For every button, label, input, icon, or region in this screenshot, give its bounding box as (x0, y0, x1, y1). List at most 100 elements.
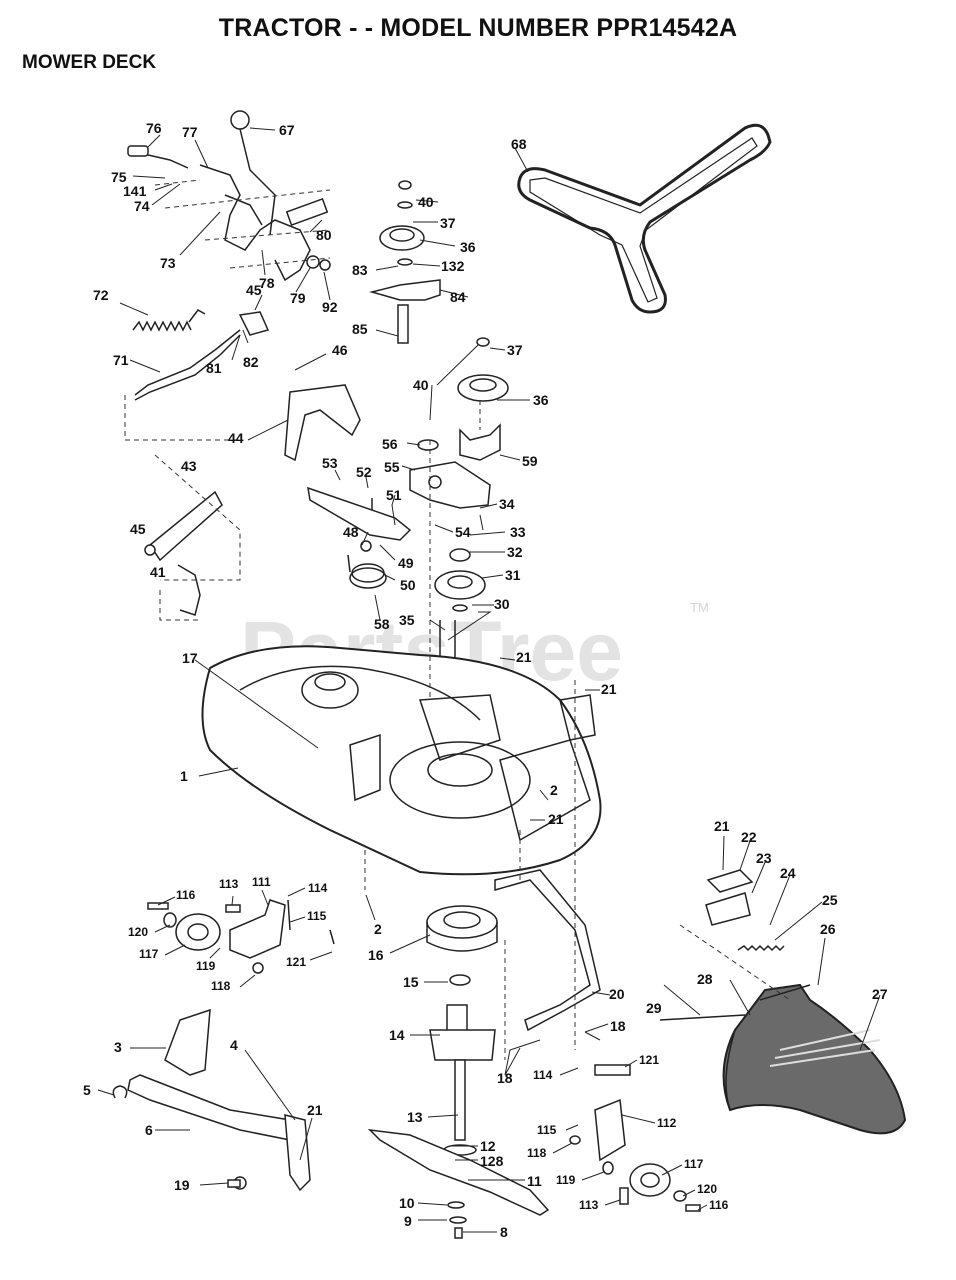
callout-117-left: 117 (139, 947, 159, 961)
callout-78: 78 (259, 275, 275, 291)
left-idler-bracket-drawing (147, 899, 335, 974)
callout-53: 53 (322, 455, 338, 471)
idler-pulley-upper-drawing (369, 180, 441, 344)
callout-9: 9 (404, 1213, 412, 1229)
callout-17: 17 (182, 650, 198, 666)
callout-21-d: 21 (307, 1102, 323, 1118)
callout-75: 75 (111, 169, 127, 185)
callout-81: 81 (206, 360, 222, 376)
callout-36-mid: 36 (533, 392, 549, 408)
callout-24: 24 (780, 865, 796, 881)
callout-12: 12 (480, 1138, 496, 1154)
callout-59: 59 (522, 453, 538, 469)
torsion-spring-drawing (347, 554, 387, 589)
callout-114-right: 114 (533, 1068, 553, 1082)
callout-21-b: 21 (601, 681, 617, 697)
callout-46: 46 (332, 342, 348, 358)
leader-lines (97, 127, 881, 1233)
callout-120-left: 120 (128, 925, 148, 939)
callout-72: 72 (93, 287, 109, 303)
callout-21-e: 21 (714, 818, 730, 834)
callout-18-left: 18 (497, 1070, 513, 1086)
callout-45-low: 45 (130, 521, 146, 537)
callout-26: 26 (820, 921, 836, 937)
callout-25: 25 (822, 892, 838, 908)
callout-2-low: 2 (374, 921, 382, 937)
callout-50: 50 (400, 577, 416, 593)
callout-55: 55 (384, 459, 400, 475)
callout-3: 3 (114, 1039, 122, 1055)
callout-120-right: 120 (697, 1182, 717, 1196)
callout-51: 51 (386, 487, 402, 503)
callout-11: 11 (527, 1173, 542, 1189)
callout-77: 77 (182, 124, 198, 140)
callout-58: 58 (374, 616, 390, 632)
callout-141: 141 (123, 183, 147, 199)
callout-121-left: 121 (286, 955, 306, 969)
callout-22: 22 (741, 829, 757, 845)
callout-30: 30 (494, 596, 510, 612)
callout-34: 34 (499, 496, 515, 512)
callout-35: 35 (399, 612, 415, 628)
callout-32: 32 (507, 544, 523, 560)
stabilizer-bar-drawing (112, 1008, 311, 1192)
callout-27: 27 (872, 986, 888, 1002)
callout-112: 112 (657, 1116, 677, 1130)
callout-19: 19 (174, 1177, 190, 1193)
callout-68: 68 (511, 136, 527, 152)
link-rods-drawing (124, 311, 270, 441)
callout-73: 73 (160, 255, 176, 271)
callout-10: 10 (399, 1195, 415, 1211)
callout-48: 48 (343, 524, 359, 540)
callout-2-right: 2 (550, 782, 558, 798)
callout-113-left: 113 (219, 877, 239, 891)
chute-hinge-drawing (659, 869, 791, 1021)
callout-80: 80 (316, 227, 332, 243)
callout-labels: 76 77 67 75 141 74 73 80 78 79 92 40 37 … (83, 120, 888, 1240)
section-title: MOWER DECK (22, 52, 157, 73)
right-idler-bracket-drawing (569, 1064, 701, 1212)
callout-21-c: 21 (548, 811, 564, 827)
mower-blade-drawing (367, 1128, 550, 1239)
spring-drawing (132, 309, 206, 332)
callout-74: 74 (134, 198, 150, 214)
callout-6: 6 (145, 1122, 153, 1138)
callout-92: 92 (322, 299, 338, 315)
watermark-tm: TM (690, 600, 709, 615)
callout-40-top: 40 (418, 194, 434, 210)
callout-117-right: 117 (684, 1157, 704, 1171)
callout-28: 28 (697, 971, 713, 987)
callout-23: 23 (756, 850, 772, 866)
callout-115-right: 115 (537, 1123, 557, 1137)
callout-36-top: 36 (460, 239, 476, 255)
callout-71: 71 (113, 352, 129, 368)
callout-116-left: 116 (176, 888, 196, 902)
rod-assembly-drawing (144, 454, 241, 621)
callout-84: 84 (450, 289, 466, 305)
callout-15: 15 (403, 974, 419, 990)
callout-31: 31 (505, 567, 521, 583)
belt-guide-bracket-drawing (494, 869, 601, 1032)
idler-pulley-mid-drawing (457, 337, 509, 461)
callout-54: 54 (455, 524, 471, 540)
page-title: TRACTOR - - MODEL NUMBER PPR14542A (218, 14, 738, 42)
callout-40-mid: 40 (413, 377, 429, 393)
callout-4: 4 (230, 1037, 238, 1053)
callout-14: 14 (389, 1027, 405, 1043)
callout-115-left: 115 (307, 909, 327, 923)
callout-119-right: 119 (556, 1173, 576, 1187)
callout-41: 41 (150, 564, 166, 580)
callout-113-right: 113 (579, 1198, 599, 1212)
lift-handle-drawing (127, 110, 331, 282)
drive-pulley-drawing (434, 548, 486, 660)
callout-119-left: 119 (196, 959, 216, 973)
callout-20: 20 (609, 986, 625, 1002)
callout-121-right: 121 (639, 1053, 659, 1067)
callout-132: 132 (441, 258, 465, 274)
callout-85: 85 (352, 321, 368, 337)
alignment-lines (364, 400, 576, 1060)
lever-53-drawing (307, 486, 412, 552)
callout-118-right: 118 (527, 1146, 547, 1160)
callout-118-left: 118 (211, 979, 231, 993)
